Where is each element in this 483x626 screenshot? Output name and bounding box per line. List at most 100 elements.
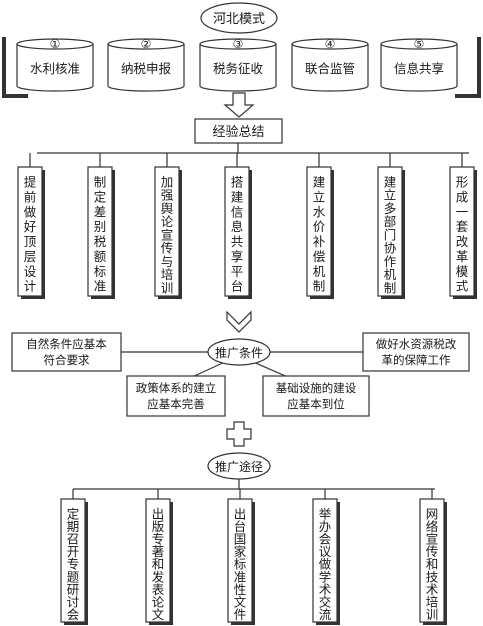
path-item-5: 网络宣传和技术培训 <box>419 489 447 625</box>
summary-item-box <box>306 166 332 297</box>
path-item-1: 定期召开专题研讨会 <box>60 489 88 625</box>
path-item-label: 网络宣传和技术培训 <box>426 507 439 622</box>
cond-link-lower-left <box>189 360 228 379</box>
paths-node: 推广途径 <box>207 452 271 480</box>
condition-policy-line2: 应基本完善 <box>147 397 205 411</box>
stage-label: 税务征收 <box>213 61 264 76</box>
path-item-box <box>60 498 86 623</box>
summary-items: 提前做好顶层设计 制定差别税额标准 加强舆论宣传与培训 搭建信息共享平台 建立水价补偿机… <box>17 153 477 299</box>
stage-cylinder-body <box>291 44 369 92</box>
chevron-down-icon <box>226 310 252 333</box>
condition-policy-line1: 政策体系的建立 <box>136 381 217 395</box>
path-item-2: 出版专著和发表论文 <box>145 489 173 625</box>
path-item-4: 举办会议做学术交流 <box>312 489 340 625</box>
condition-box-guarantee: 做好水资源税改 革的保障工作 <box>362 332 470 372</box>
summary-item-label: 加强舆论宣传与培训 <box>161 175 174 296</box>
stage-label: 纳税申报 <box>121 61 172 76</box>
stage-cylinder-top <box>107 38 185 50</box>
stage-number: ② <box>141 37 152 51</box>
summary-item-label: 搭建信息共享平台 <box>231 175 244 294</box>
summary-item-label: 形成一套改革模式 <box>456 175 469 294</box>
condition-natural-line2: 符合要求 <box>44 353 90 367</box>
condition-guarantee-line1: 做好水资源税改 <box>376 337 457 351</box>
summary-item-label: 提前做好顶层设计 <box>24 175 37 294</box>
summary-item-box <box>87 166 113 297</box>
stage-1: ① 水利核准 <box>16 37 94 92</box>
title-node: 河北模式 <box>200 2 278 34</box>
summary-item-1: 提前做好顶层设计 <box>17 153 45 299</box>
summary-item-box <box>449 166 475 297</box>
title-text: 河北模式 <box>213 12 265 27</box>
path-items: 定期召开专题研讨会 出版专著和发表论文 出台国家标准性文件 举办会议做学术交流 网络宣传… <box>60 489 447 625</box>
stage-label: 联合监管 <box>305 61 355 76</box>
stage-cylinder-body <box>107 44 185 92</box>
condition-natural-line1: 自然条件应基本 <box>26 337 107 351</box>
stage-2: ② 纳税申报 <box>107 37 185 92</box>
summary-item-box <box>154 166 180 297</box>
path-item-box <box>145 498 171 623</box>
path-item-label: 出台国家标准性文件 <box>234 507 247 622</box>
condition-box-policy: 政策体系的建立 应基本完善 <box>126 375 226 417</box>
summary-item-box <box>224 166 250 297</box>
condition-box-natural: 自然条件应基本 符合要求 <box>11 332 122 372</box>
stage-number: ③ <box>233 37 244 51</box>
summary-item-label: 制定差别税额标准 <box>94 175 107 294</box>
summary-item-7: 形成一套改革模式 <box>449 153 477 299</box>
stage-number: ④ <box>325 37 336 51</box>
path-item-box <box>419 498 445 623</box>
conditions-title: 推广条件 <box>215 346 263 360</box>
down-arrow-icon <box>223 92 255 118</box>
condition-infra-line2: 应基本到位 <box>287 397 345 411</box>
path-item-box <box>227 498 253 623</box>
summary-item-shadow <box>381 170 405 299</box>
summary-item-6: 建立多部门协作机制 <box>377 153 405 299</box>
left-bracket-decoration <box>2 37 28 98</box>
summary-item-2: 制定差别税额标准 <box>87 153 115 299</box>
path-item-shadow <box>423 502 447 625</box>
condition-infra-line1: 基础设施的建设 <box>276 381 357 395</box>
summary-title: 经验总结 <box>212 124 264 140</box>
paths-title: 推广途径 <box>215 459 263 474</box>
summary-item-shadow <box>310 170 334 299</box>
cond-link-lower-right <box>250 360 291 379</box>
stage-5: ⑤ 信息共享 <box>380 37 458 92</box>
summary-item-shadow <box>453 170 477 299</box>
stage-number: ⑤ <box>414 37 425 51</box>
stage-label: 水利核准 <box>30 61 80 76</box>
summary-item-label: 建立水价补偿机制 <box>313 175 326 294</box>
path-item-label: 举办会议做学术交流 <box>319 507 332 622</box>
stage-label: 信息共享 <box>394 61 444 76</box>
conditions-node: 推广条件 <box>207 338 271 366</box>
stage-cylinder-top <box>16 38 94 50</box>
path-item-box <box>312 498 338 623</box>
path-item-label: 定期召开专题研讨会 <box>67 507 80 622</box>
right-bracket-decoration <box>455 37 481 98</box>
condition-guarantee-line2: 革的保障工作 <box>382 353 451 367</box>
summary-item-label: 建立多部门协作机制 <box>384 175 397 296</box>
stage-row: ① 水利核准 ② 纳税申报 ③ 税务征收 ④ 联合监管 ⑤ 信息共享 <box>16 37 458 92</box>
path-item-3: 出台国家标准性文件 <box>227 489 255 625</box>
path-item-shadow <box>149 502 173 625</box>
stage-4: ④ 联合监管 <box>291 37 369 92</box>
summary-item-box <box>17 166 43 297</box>
path-item-shadow <box>231 502 255 625</box>
summary-item-shadow <box>158 170 182 299</box>
stage-3: ③ 税务征收 <box>199 37 277 92</box>
path-item-shadow <box>316 502 340 625</box>
stage-cylinder-body <box>199 44 277 92</box>
stage-number: ① <box>50 37 61 51</box>
summary-item-5: 建立水价补偿机制 <box>306 153 334 299</box>
path-item-label: 出版专著和发表论文 <box>152 507 165 622</box>
stage-cylinder-top <box>291 38 369 50</box>
stage-cylinder-body <box>16 44 94 92</box>
stage-cylinder-body <box>380 44 458 92</box>
summary-node: 经验总结 <box>194 118 283 144</box>
summary-item-box <box>377 166 403 297</box>
stage-cylinder-top <box>380 38 458 50</box>
plus-icon <box>226 421 252 447</box>
condition-box-infra: 基础设施的建设 应基本到位 <box>262 375 370 417</box>
summary-item-4: 搭建信息共享平台 <box>224 153 252 299</box>
stage-cylinder-top <box>199 38 277 50</box>
summary-item-3: 加强舆论宣传与培训 <box>154 153 182 299</box>
